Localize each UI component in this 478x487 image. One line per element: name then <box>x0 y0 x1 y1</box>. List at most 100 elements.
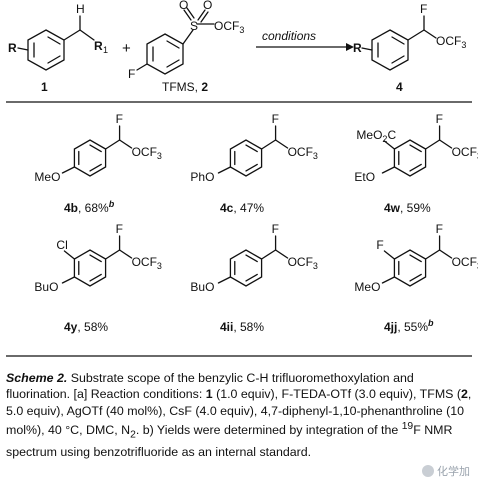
tfms-structure: S O O OCF3 F <box>128 0 244 81</box>
meta-bond <box>63 250 76 260</box>
product-4jj: FOCF3MeOF4jj, 55%b <box>354 222 478 334</box>
ocf3-label: OCF3 <box>132 255 162 271</box>
fluorine-label: F <box>272 112 279 126</box>
fluorine-label: F <box>116 222 123 236</box>
compound-label: 4jj, 55%b <box>384 318 434 334</box>
double-bond <box>409 144 422 153</box>
ether-bond <box>61 276 76 284</box>
oxygen-label-2: O <box>203 0 212 12</box>
caption-text-5: F NMR spectrum using benzotrifluoride as… <box>6 423 453 460</box>
double-bond <box>89 254 102 263</box>
compound-label: 4b, 68%b <box>64 199 115 215</box>
co-bond <box>438 139 453 149</box>
oxygen-label-1: O <box>179 0 188 12</box>
double-bond <box>89 273 102 282</box>
benzylic-bond <box>104 249 121 260</box>
substrate-r-label: R <box>8 41 17 55</box>
product-ocf3-label: OCF3 <box>436 34 466 50</box>
caption-title: Scheme 2. <box>6 371 68 385</box>
caption-sup19: 19 <box>401 421 414 433</box>
co-bond <box>274 249 289 259</box>
product-4-structure: F OCF3 R <box>353 2 466 71</box>
benzylic-bond <box>424 139 441 150</box>
double-bond <box>245 273 258 282</box>
substrate-r1-sub: 1 <box>103 45 108 55</box>
hydrogen-label: H <box>76 2 85 16</box>
co-bond <box>274 139 289 149</box>
ether-bond <box>381 276 396 284</box>
scheme-caption: Scheme 2. Substrate scope of the benzyli… <box>6 370 474 461</box>
compound-label: 4w, 59% <box>384 201 431 215</box>
double-bond <box>409 273 422 282</box>
para-substituent-label: MeO <box>34 170 60 184</box>
ocf3-label: OCF3 <box>288 145 318 161</box>
meta-substituent-label: F <box>376 238 383 252</box>
ether-bond <box>381 166 396 174</box>
watermark: 化学加 <box>422 463 470 479</box>
fluorine-label: F <box>272 222 279 236</box>
watermark-text: 化学加 <box>437 466 470 478</box>
caption-n2sub: 2 <box>130 429 136 441</box>
double-bond <box>89 163 102 172</box>
caption-text-3: , 5.0 equiv), AgOTf (40 mol%), CsF (4.0 … <box>6 387 472 438</box>
double-bond <box>245 144 258 153</box>
meta-bond <box>383 250 396 260</box>
ocf3-label: OCF3 <box>288 255 318 271</box>
substrate-1-structure: H R R 1 <box>8 2 108 71</box>
reagent-caption: TFMS, 2 <box>162 80 208 94</box>
compound-label: 4c, 47% <box>220 201 264 215</box>
double-bond <box>409 163 422 172</box>
product-4w: FOCF3EtOMeO2C4w, 59% <box>354 112 478 215</box>
meta-substituent-label: MeO2C <box>356 128 396 144</box>
fluorine-label: F <box>116 112 123 126</box>
substrate-number: 1 <box>41 80 48 94</box>
arrow-head <box>346 43 354 51</box>
fluorine-label: F <box>436 222 443 236</box>
ether-bond <box>217 166 232 174</box>
co-bond <box>118 249 133 259</box>
compound-label: 4y, 58% <box>64 320 108 334</box>
ocf3-label: OCF3 <box>132 145 162 161</box>
reagent-f-label: F <box>128 67 135 81</box>
watermark-logo-icon <box>422 465 434 477</box>
co-bond <box>438 249 453 259</box>
caption-n1: 1 <box>205 387 213 402</box>
meta-bond <box>383 140 396 150</box>
caption-text-4: . b) Yields were determined by integrati… <box>135 423 402 438</box>
para-substituent-label: BuO <box>34 280 58 294</box>
sulfur-label: S <box>190 19 198 33</box>
benzylic-bond <box>260 249 277 260</box>
para-substituent-label: BuO <box>190 280 214 294</box>
plus-sign: + <box>122 40 131 57</box>
conditions-label: conditions <box>262 29 316 43</box>
double-bond <box>89 144 102 153</box>
ether-bond <box>217 276 232 284</box>
compound-label: 4ii, 58% <box>220 320 264 334</box>
caption-text-2: (1.0 equiv), F-TEDA-OTf (3.0 equiv), TFM… <box>212 387 461 402</box>
ocf3-label: OCF3 <box>452 255 478 271</box>
product-r-label: R <box>353 41 362 55</box>
double-bond <box>245 254 258 263</box>
reagent-ocf3-label: OCF3 <box>214 19 244 35</box>
double-bond <box>409 254 422 263</box>
fluorine-label: F <box>436 112 443 126</box>
product-f-label: F <box>420 2 427 16</box>
benzylic-bond <box>260 139 277 150</box>
double-bond <box>245 163 258 172</box>
ether-bond <box>61 166 76 174</box>
caption-n2: 2 <box>460 387 468 402</box>
meta-substituent-label: Cl <box>56 238 67 252</box>
product-number: 4 <box>396 80 403 94</box>
para-substituent-label: PhO <box>190 170 214 184</box>
benzylic-bond <box>104 139 121 150</box>
co-bond <box>118 139 133 149</box>
benzylic-bond <box>424 249 441 260</box>
substrate-r1-label: R <box>94 39 103 53</box>
caption-text-1: Substrate scope of the benzylic C-H trif… <box>6 371 414 402</box>
